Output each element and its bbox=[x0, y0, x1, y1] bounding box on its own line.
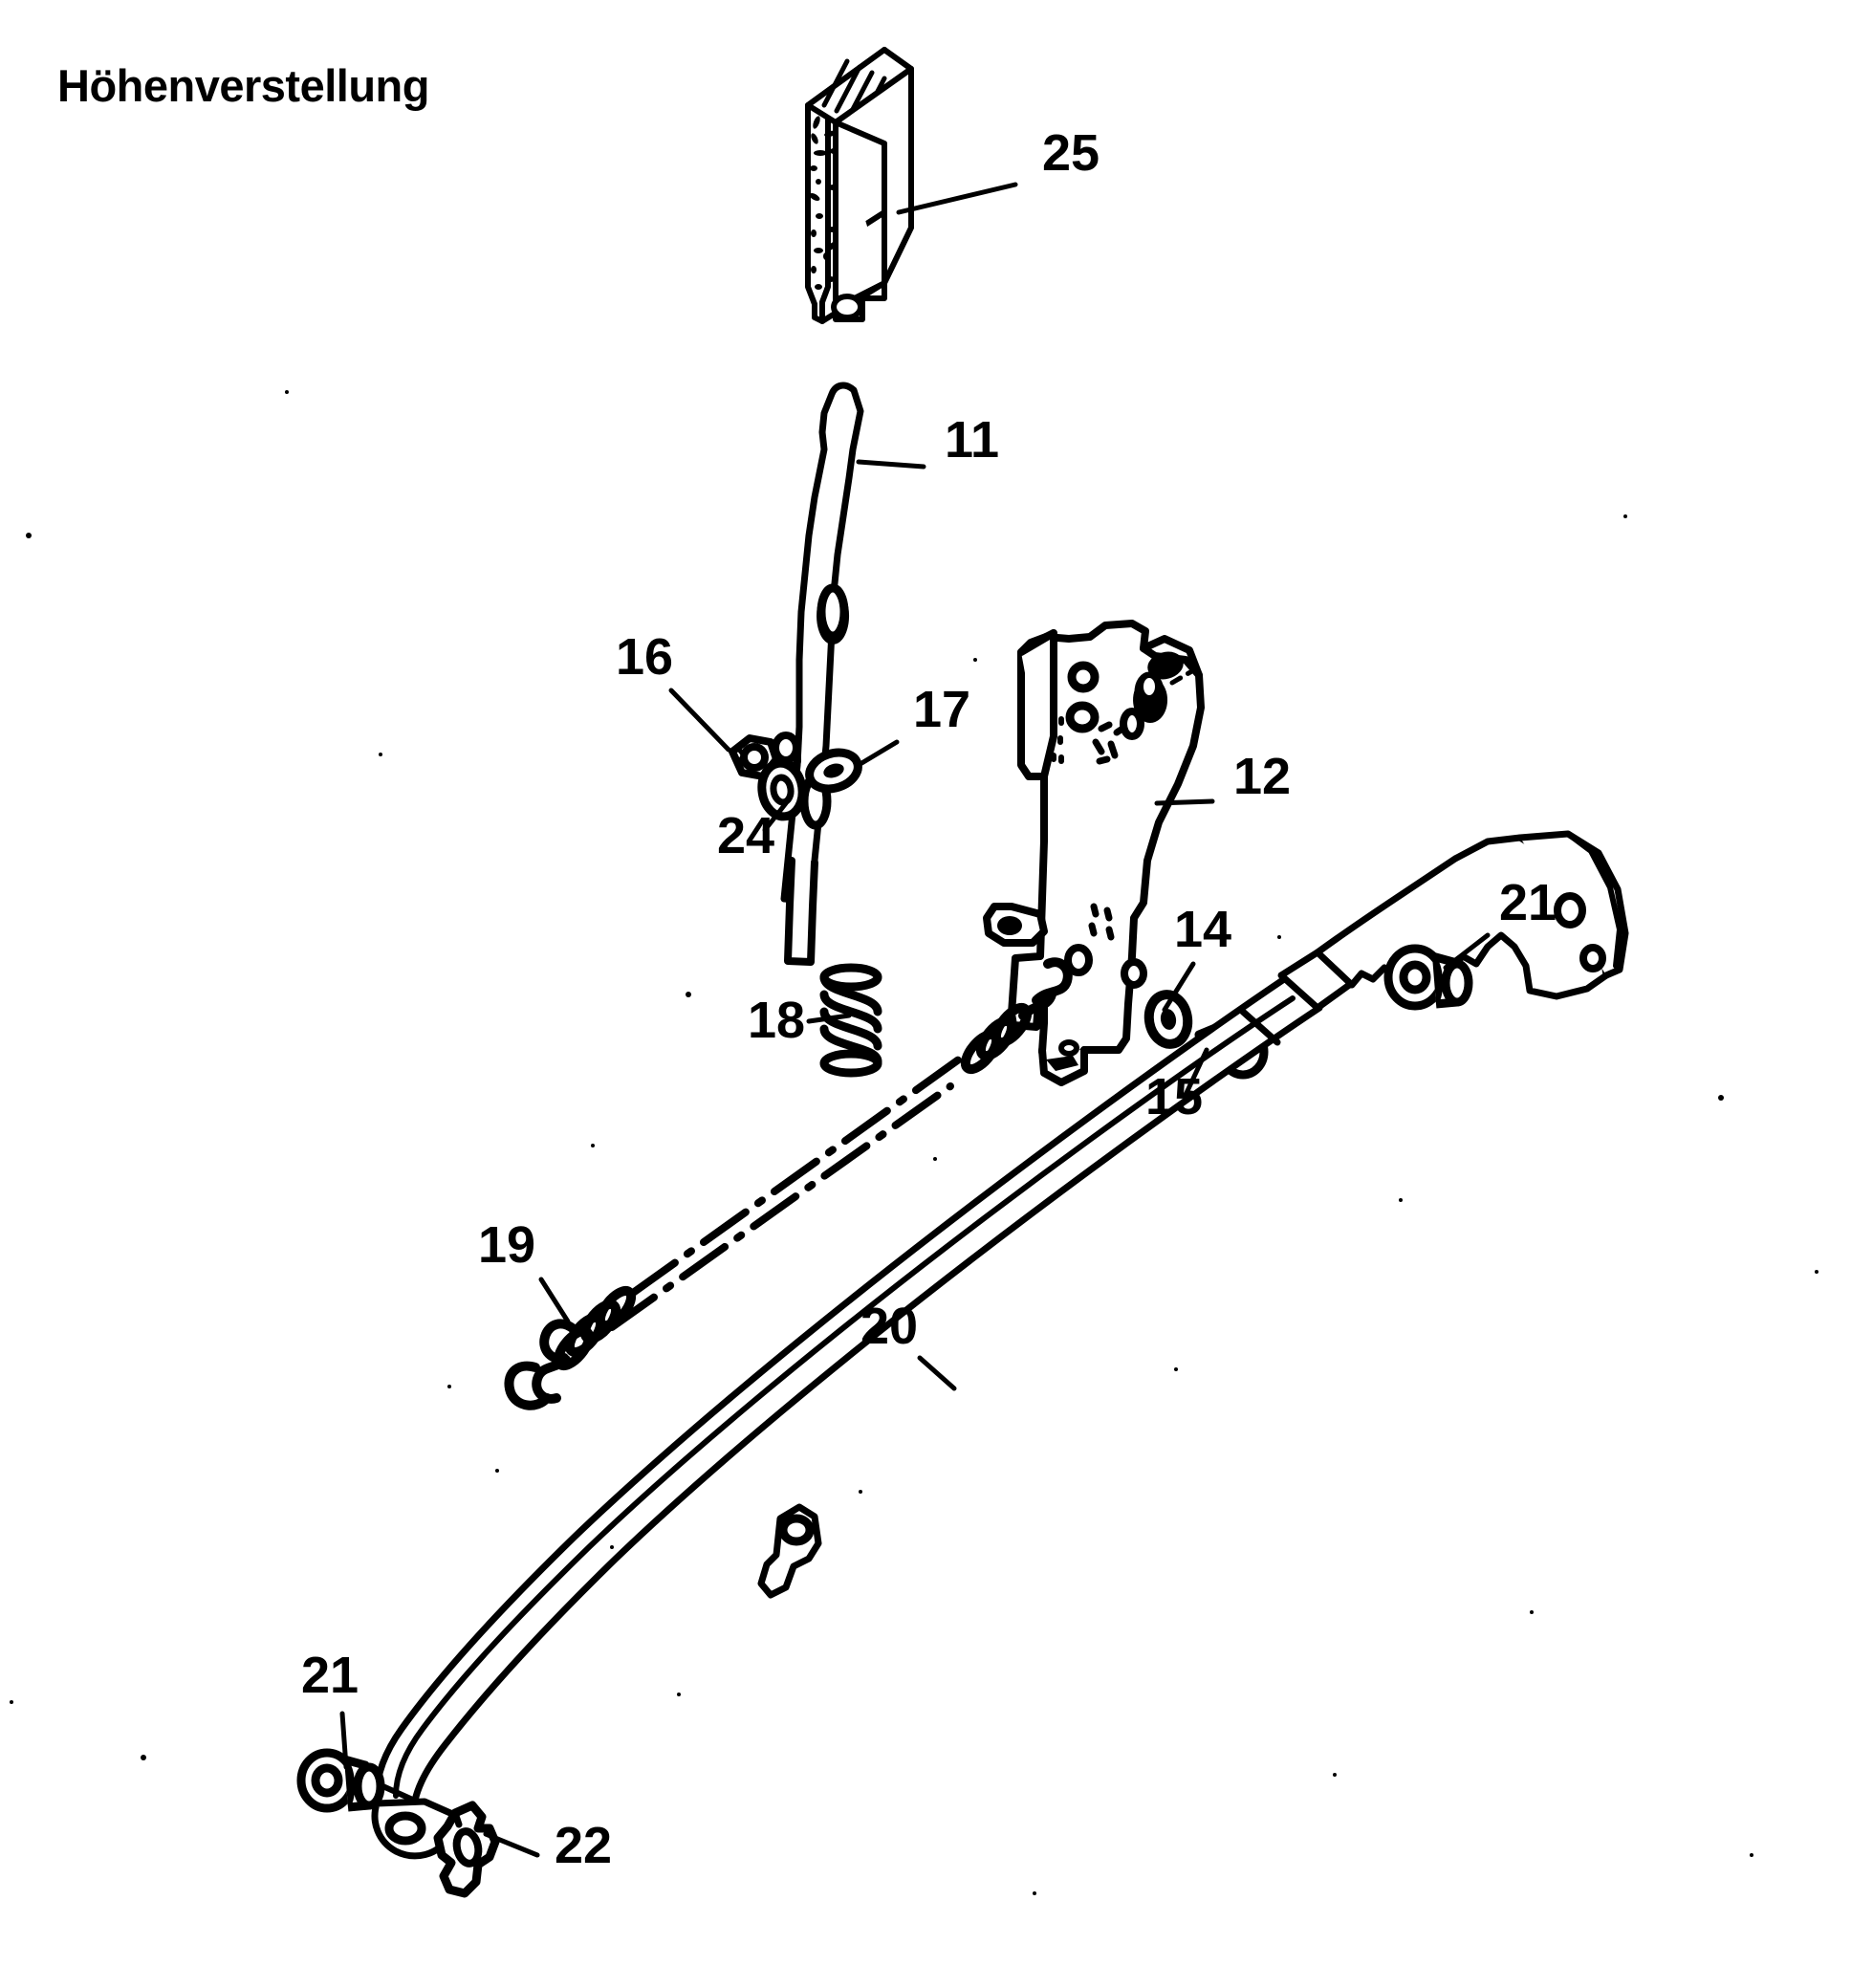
part-14-flat-washer-small bbox=[1143, 990, 1193, 1049]
scan-speckles bbox=[10, 390, 1818, 1895]
scan-speckle bbox=[1033, 1891, 1036, 1895]
callout-12: 12 bbox=[1233, 748, 1291, 805]
scan-speckle bbox=[610, 1545, 614, 1549]
scan-speckle bbox=[1174, 1367, 1178, 1371]
scan-speckle bbox=[26, 533, 32, 538]
part-25-handle-grip-block bbox=[805, 47, 914, 324]
scan-speckle bbox=[447, 1385, 451, 1388]
part-16-hex-nut bbox=[729, 734, 780, 780]
scan-speckle bbox=[1333, 1773, 1337, 1777]
scan-speckle bbox=[1399, 1198, 1403, 1202]
part-22-retaining-clip bbox=[433, 1801, 500, 1898]
callout-numbers: 25 11 16 24 17 18 12 14 15 19 20 21 21 2… bbox=[301, 124, 1557, 1874]
callout-21-lower: 21 bbox=[301, 1647, 359, 1704]
scan-speckle bbox=[285, 390, 289, 394]
scan-speckle bbox=[686, 992, 691, 997]
part-11-adjustment-lever bbox=[771, 382, 864, 966]
callout-21-upper: 21 bbox=[1499, 874, 1557, 931]
scan-speckle bbox=[10, 1700, 13, 1704]
callout-14: 14 bbox=[1174, 901, 1231, 958]
scan-speckle bbox=[933, 1157, 937, 1161]
callout-22: 22 bbox=[555, 1817, 612, 1874]
callout-19: 19 bbox=[478, 1216, 535, 1274]
part-12-mounting-bracket bbox=[983, 620, 1205, 1086]
callout-15: 15 bbox=[1145, 1068, 1203, 1125]
callout-20: 20 bbox=[860, 1298, 918, 1355]
scan-speckle bbox=[1750, 1853, 1753, 1857]
scan-speckle bbox=[1623, 514, 1627, 518]
part-21-shoulder-bolt-lower bbox=[296, 1748, 385, 1813]
page-title: Höhenverstellung bbox=[57, 60, 429, 111]
scan-speckle bbox=[677, 1693, 681, 1696]
scan-speckle bbox=[973, 658, 977, 662]
part-21-shoulder-bolt-upper bbox=[1383, 944, 1473, 1011]
callout-25: 25 bbox=[1042, 124, 1100, 182]
callout-16: 16 bbox=[616, 628, 673, 686]
callout-18: 18 bbox=[748, 992, 805, 1049]
part-18-compression-spring bbox=[819, 963, 882, 1078]
callout-17: 17 bbox=[913, 681, 970, 738]
scan-speckle bbox=[379, 753, 382, 756]
scan-speckle bbox=[859, 1490, 862, 1494]
part-19-extension-spring bbox=[504, 957, 1073, 1410]
callout-leaders bbox=[339, 182, 1491, 1858]
scan-speckle bbox=[591, 1144, 595, 1147]
scan-speckle bbox=[1277, 935, 1281, 939]
scan-speckle bbox=[1718, 1095, 1724, 1101]
callout-24: 24 bbox=[717, 807, 774, 864]
scan-speckle bbox=[495, 1469, 499, 1473]
scan-speckle bbox=[141, 1755, 146, 1760]
callout-11: 11 bbox=[945, 411, 999, 469]
scan-speckle bbox=[1815, 1270, 1818, 1274]
scan-speckle bbox=[1530, 1610, 1534, 1614]
